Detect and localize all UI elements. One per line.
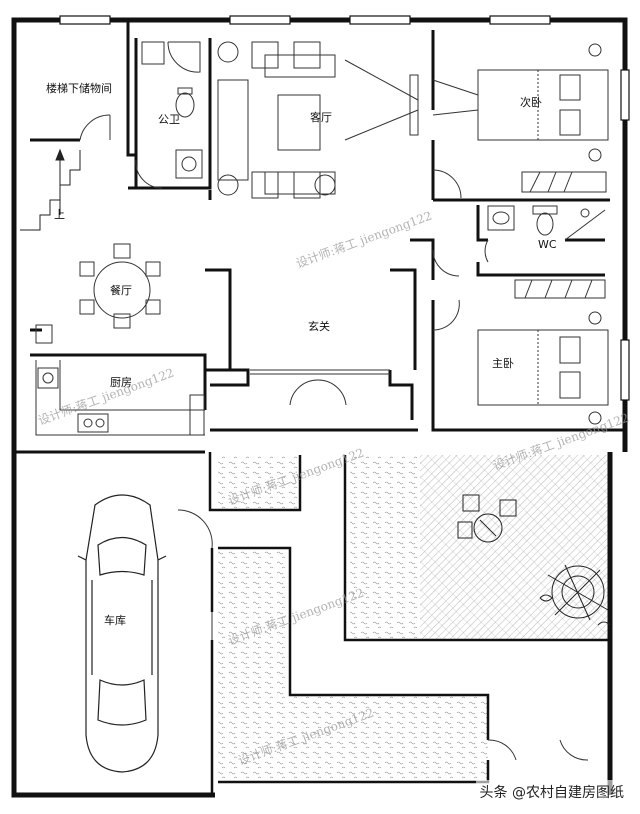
- second-bed: [432, 43, 609, 193]
- master-bed: [477, 279, 609, 425]
- label-kitchen: 厨房: [110, 376, 132, 389]
- car-icon: [77, 494, 167, 773]
- label-stair-up: 上: [54, 208, 65, 221]
- top-windows: [59, 15, 630, 401]
- room-labels: 楼梯下储物间 公卫 客厅 次卧 上 WC 餐厅 玄关 主卧 厨房 车库: [46, 81, 557, 627]
- patio-set: [457, 494, 517, 543]
- exterior-walls: [11, 17, 628, 798]
- label-dining: 餐厅: [110, 283, 132, 297]
- footer-credit: 头条 @农村自建房图纸: [475, 780, 628, 804]
- label-storage: 楼梯下储物间: [46, 81, 112, 95]
- stair-icon: [20, 148, 81, 231]
- doors: [79, 114, 589, 761]
- watermark-2: 设计师:蒋工 jiengong122: [36, 366, 176, 428]
- tree-icon: [539, 564, 611, 626]
- kitchen-counter: [35, 360, 205, 436]
- bath-fixtures: [141, 41, 203, 179]
- deck-area: [420, 455, 610, 640]
- sofa-set: [217, 41, 419, 199]
- dining-table: [35, 243, 161, 344]
- interior-walls: [14, 20, 625, 454]
- label-master-bedroom: 主卧: [492, 357, 514, 370]
- label-garage: 车库: [104, 613, 126, 627]
- label-guest-bath: 公卫: [158, 113, 180, 126]
- wc-fixtures: [487, 205, 606, 241]
- gravel-areas: [218, 455, 488, 782]
- label-wc: WC: [538, 238, 557, 251]
- label-foyer: 玄关: [308, 319, 330, 333]
- label-living: 客厅: [310, 110, 332, 124]
- label-second-bedroom: 次卧: [520, 95, 542, 109]
